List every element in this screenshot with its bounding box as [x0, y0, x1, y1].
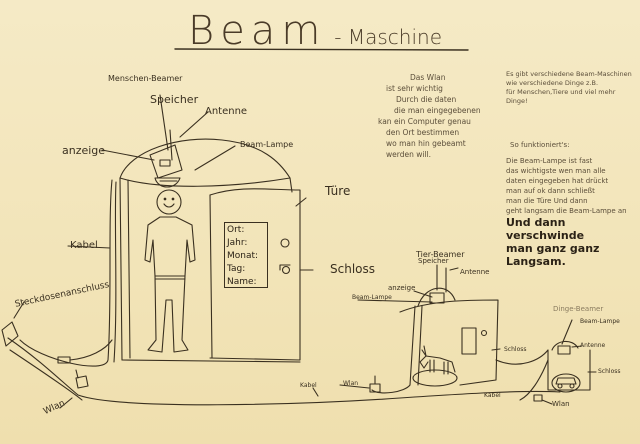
thing-label-kabel: Kabel [484, 392, 501, 399]
how-heading: So funktioniert's: [510, 141, 570, 149]
animal-label-anzeige: anzeige [388, 284, 416, 292]
label-schloss: Schloss [330, 262, 375, 276]
anzeige-pointer [101, 149, 155, 161]
animal-beamer-drawing [312, 264, 549, 397]
animal-beamer-heading: Tier-Beamer [416, 250, 465, 259]
label-anzeige: anzeige [62, 144, 106, 157]
tuere-pointer [295, 197, 307, 207]
thing-beamer-heading: Dinge-Beamer [553, 305, 604, 313]
types-note: Es gibt verschiedene Beam-Maschinen wie … [506, 70, 632, 105]
outlet-shape [1, 321, 19, 347]
kabel-pointer [67, 245, 111, 249]
page-title: Beam - Maschine [188, 8, 442, 54]
thing-label-schloss: Schloss [598, 368, 621, 375]
title-suffix: - Maschine [334, 25, 442, 49]
animal-label-beam-lampe: Beam-Lampe [352, 294, 392, 301]
label-beam-lampe: Beam-Lampe [240, 140, 294, 149]
thing-label-beam-lampe: Beam-Lampe [580, 318, 620, 325]
form-field-tag: Tag: [227, 264, 246, 274]
animal-label-antenne: Antenne [460, 268, 490, 276]
animal-label-speicher: Speicher [418, 257, 449, 265]
title-main: Beam [188, 8, 327, 54]
human-beamer-drawing [1, 94, 561, 409]
antenne-pointer [179, 111, 209, 138]
animal-label-wlan: Wlan [343, 380, 359, 387]
wlan-pointer [59, 397, 73, 409]
speicher-pointer [159, 94, 169, 151]
label-antenne: Antenne [205, 106, 248, 117]
thing-label-antenne: Antenne [580, 342, 606, 349]
human-beamer-heading: Menschen-Beamer [108, 74, 183, 83]
form-field-ort: Ort: [227, 225, 245, 235]
label-kabel: Kabel [70, 240, 98, 251]
thing-label-wlan: Wlan [552, 400, 570, 408]
animal-label-kabel: Kabel [300, 382, 317, 389]
destination-form: Ort: Jahr: Monat: Tag: Name: [224, 222, 268, 288]
form-field-jahr: Jahr: [227, 238, 248, 248]
wlan-note: Das Wlan ist sehr wichtig Durch die date… [378, 73, 481, 159]
form-field-monat: Monat: [227, 251, 259, 261]
beam-lampe-pointer [194, 145, 236, 171]
how-it-works-note: So funktioniert's: Die Beam-Lampe ist fa… [506, 140, 640, 268]
label-speicher: Speicher [150, 93, 199, 106]
animal-label-schloss: Schloss [504, 346, 527, 353]
thing-beamer-drawing [519, 319, 597, 405]
form-field-name: Name: [227, 277, 257, 287]
title-underline [174, 48, 469, 51]
label-tuere: Türe [325, 184, 351, 198]
